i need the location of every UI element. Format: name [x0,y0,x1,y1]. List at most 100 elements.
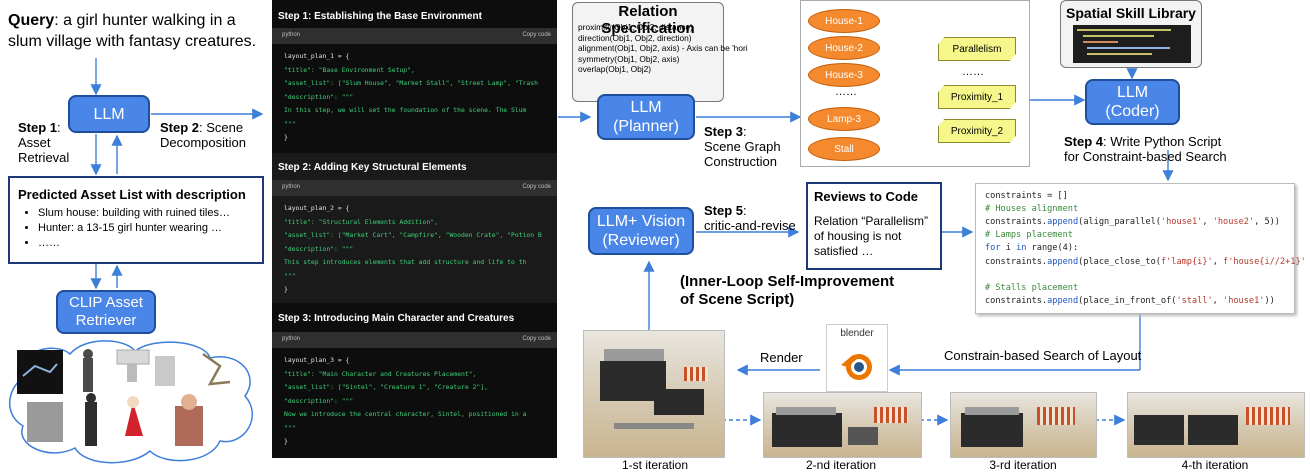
scene-node-ellipsis: …… [835,86,857,98]
relation-line: overlap(Obj1, Obj2) [578,64,652,75]
relation-tag: Proximity_2 [938,119,1016,143]
code-line: """ [284,271,296,280]
asset-cloud [8,340,254,464]
step5-label: Step 5: critic-and-revise [704,203,796,233]
lang-label: python [282,32,301,38]
constraints-code-line: constraints.append(place_close_to(f'lamp… [985,257,1306,267]
code-line: "title": "Main Character and Creatures P… [284,369,477,378]
inner-loop-line2: of Scene Script) [680,291,795,308]
constraints-code-box [975,183,1295,314]
code-token: # Houses alignment [985,204,1079,215]
code-line: "description": """ [284,396,354,405]
relation-tag: Parallelism [938,37,1016,61]
llm-coder-box: LLM (Coder) [1085,79,1180,125]
copy-code-button[interactable]: Copy code [522,336,551,342]
step1-label: Step 1: Asset Retrieval [18,120,69,165]
code-token: # Lamps placement [985,230,1073,241]
step4-line2: for Constraint-based Search [1064,149,1227,164]
step1-line3: Retrieval [18,150,70,165]
skill-code-thumbnail [1073,25,1191,63]
relation-spec-title: Relation Specification [601,3,695,37]
code-line: Now we introduce the central character, … [284,410,527,418]
code-panel-2 [272,153,557,303]
step4-label: Step 4: Write Python Script for Constrai… [1064,134,1227,164]
code-token: constraints. [985,256,1048,267]
inner-loop-label: (Inner-Loop Self-Improvement of Scene Sc… [680,273,894,309]
relation-ellipsis: …… [962,66,984,78]
code-panel-1 [272,0,557,153]
code-token: # Stalls placement [985,282,1079,293]
reviewer-line1: LLM+ Vision [596,213,686,230]
step3-colon: : [743,124,747,139]
clip-line2: Retriever [75,312,137,329]
step2-bold: Step 2 [160,120,200,135]
code-token: constraints. [985,217,1048,228]
constraints-code-line: constraints.append(align_parallel('house… [985,217,1280,227]
iteration-label: 4-th iteration [1181,458,1249,472]
code-panel-3 [272,303,557,458]
code-line: layout_plan_3 = { [284,356,350,364]
coder-line1: LLM [1116,84,1149,101]
asset-item: …… [38,236,230,251]
reviews-title: Reviews to Code [814,189,919,204]
reviewer-line2: (Reviewer) [602,232,680,249]
spatial-skill-title: Spatial Skill Library [1066,5,1196,21]
constraints-code-line: constraints = [] [985,191,1068,201]
inner-loop-line1: (Inner-Loop Self-Improvement [680,273,895,290]
iteration-label: 2-nd iteration [805,458,877,472]
code-line: "title": "Base Environment Setup", [284,65,415,74]
reviews-line: satisfied … [814,244,874,258]
copy-code-button[interactable]: Copy code [522,32,551,38]
constraints-code-line: constraints.append(place_in_front_of('st… [985,296,1275,306]
code-token: i [1000,243,1017,254]
code-token: , [1212,256,1224,267]
asset-item: Slum house: building with ruined tiles… [38,206,230,221]
clip-line1: CLIP Asset [69,294,143,311]
code-line: """ [284,423,296,432]
code-line: In this step, we will set the foundation… [284,106,527,114]
code-token: in [1016,243,1027,254]
constraints-code-line: # Lamps placement [985,230,1073,240]
scene-node: House-2 [808,36,880,60]
code-line: layout_plan_1 = { [284,52,350,60]
iteration-4-render [1127,392,1305,458]
iteration-label: 1-st iteration [621,458,689,472]
code-token: )) [1264,295,1275,306]
code-token: constraints. [985,295,1048,306]
code-panel-1-title: Step 1: Establishing the Base Environmen… [278,11,482,22]
code-token: range(4): [1026,243,1079,254]
code-token: append [1047,295,1079,306]
step3-line3: Construction [704,154,777,169]
asset-item: Hunter: a 13-15 girl hunter wearing … [38,221,230,236]
clip-retriever-box: CLIP Asset Retriever [56,290,156,334]
code-line: """ [284,119,296,128]
scene-node: House-3 [808,63,880,87]
code-line: } [284,437,288,445]
relation-tag: Proximity_1 [938,85,1016,109]
coder-line2: (Coder) [1105,103,1160,120]
iteration-1-render [583,330,725,458]
copy-code-button[interactable]: Copy code [522,184,551,190]
relation-spec-lines: proximity(Obj1, Obj2, distance) directio… [578,22,748,75]
relation-line: alignment(Obj1, Obj2, axis) - Axis can b… [578,43,748,54]
iteration-3-render [950,392,1097,458]
step3-label: Step 3: Scene Graph Construction [704,124,781,169]
relation-line: proximity(Obj1, Obj2, distance) [578,22,693,32]
relation-spec-box: Relation Specification proximity(Obj1, O… [572,2,748,102]
code-token: 'stall' [1176,295,1213,306]
code-line: "description": """ [284,92,354,101]
code-panel-1-bar: python Copy code [272,28,557,44]
step4-bold: Step 4 [1064,134,1104,149]
code-line: "title": "Structural Elements Addition", [284,217,438,226]
blender-label: blender [840,328,874,339]
code-line: } [284,285,288,293]
reviews-box: Reviews to Code Relation “Parallelism” o… [806,182,942,270]
step4-line1: : Write Python Script [1103,134,1222,149]
asset-list-box: Predicted Asset List with description Sl… [8,176,264,264]
step5-colon: : [743,203,747,218]
code-token: (align_parallel( [1078,217,1161,228]
code-token: (place_in_front_of( [1078,295,1177,306]
relation-line: direction(Obj1, Obj2, direction) [578,32,692,43]
code-token: (place_close_to( [1078,256,1161,267]
code-token: constraints = [] [985,191,1068,201]
